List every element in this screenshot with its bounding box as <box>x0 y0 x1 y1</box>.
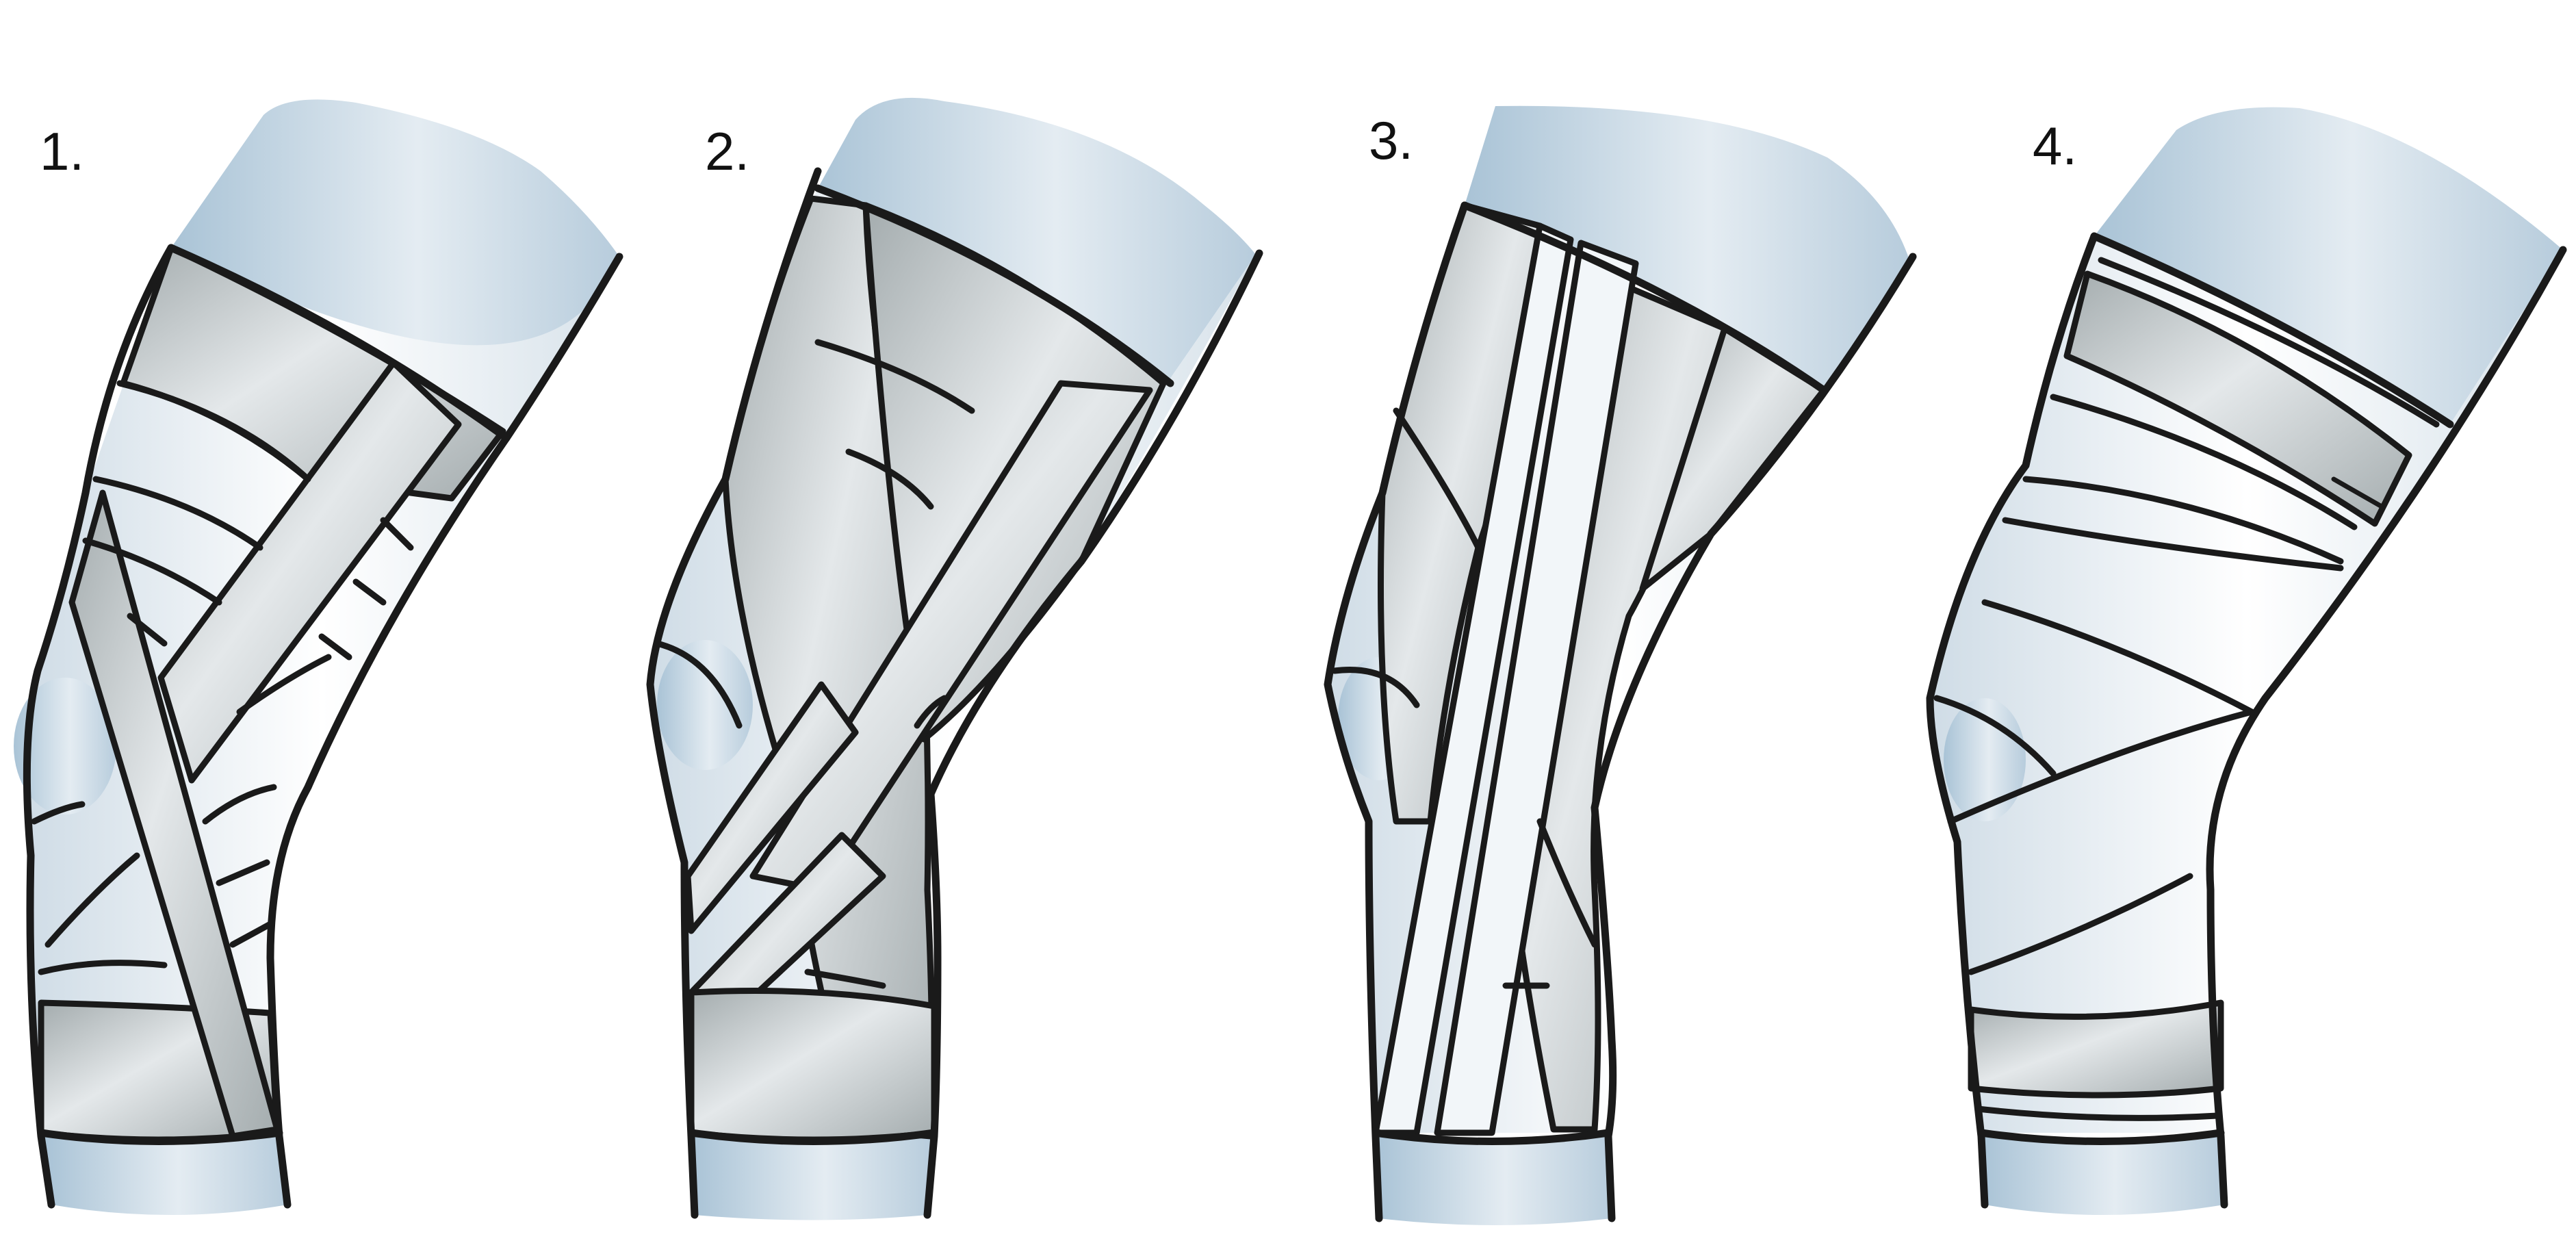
thigh-skin <box>811 97 1256 383</box>
wrap-line <box>2331 476 2384 509</box>
shin-skin <box>1376 1136 1612 1225</box>
wrap-line <box>82 537 222 606</box>
wrap-line <box>236 654 332 715</box>
wrap-line <box>127 613 168 647</box>
wrap-line <box>116 380 311 483</box>
leg-outline-right <box>923 249 1263 1219</box>
patella <box>657 640 753 770</box>
diagonal-strip-a <box>157 359 462 784</box>
anchor-strip-top <box>2063 270 2412 527</box>
step-number-3: 3. <box>1369 110 1413 170</box>
wrap-line <box>1947 708 2255 825</box>
wrap-line <box>2098 257 2440 428</box>
shin-skin <box>1981 1136 2224 1215</box>
panel-2: 2. <box>646 97 1263 1220</box>
panel-3: 3. <box>1324 105 1917 1225</box>
panel-1: 1. <box>14 99 623 1215</box>
wrap-line <box>380 517 414 551</box>
wrap-line <box>1536 818 1598 948</box>
anchor-strip-bottom <box>688 988 938 1143</box>
wrap-line <box>216 859 270 886</box>
diagonal-strip-d <box>684 681 859 934</box>
wrap-line <box>2022 476 2344 565</box>
wrap-line <box>318 633 352 661</box>
wrap-line <box>352 578 387 606</box>
wrap-line <box>1393 407 1482 551</box>
panel-4: 4. <box>1926 107 2567 1215</box>
long-strip-white-a <box>1372 222 1574 1136</box>
thigh-skin <box>2094 107 2563 424</box>
leg-outline-left <box>1324 201 1469 1222</box>
wrap-line <box>1981 599 2255 715</box>
step-number-2: 2. <box>705 121 749 181</box>
wrap-line <box>44 852 140 948</box>
leg-outline-left <box>646 167 822 1219</box>
leg-outline-right <box>2206 246 2567 1209</box>
shin-top-edge <box>1371 1129 1612 1145</box>
thigh-top-edge <box>167 244 511 442</box>
wrap-line <box>1974 1105 2221 1121</box>
wrap-line <box>845 448 934 510</box>
wrap-line <box>914 695 948 729</box>
wrap-line <box>31 801 86 825</box>
step-number-4: 4. <box>2033 116 2077 176</box>
shin-top-edge <box>1977 1129 2225 1145</box>
wrap-line <box>814 339 975 414</box>
thigh-top-edge <box>1460 201 1828 394</box>
leg-outline-right <box>266 253 623 1209</box>
shin-top-edge <box>687 1129 938 1145</box>
wrap-line <box>92 476 263 551</box>
anchor-strip-bottom <box>1968 999 2224 1099</box>
thigh-top-edge <box>814 184 1174 387</box>
thigh-skin <box>1465 105 1909 391</box>
wrap-line <box>1331 667 1420 708</box>
wrap-line <box>804 969 886 989</box>
leg-outline-left <box>1926 232 2098 1209</box>
leg-outline-right <box>1590 253 1917 1222</box>
wrap-line <box>1933 695 2057 777</box>
wrap-line <box>38 960 168 975</box>
patella <box>14 678 116 815</box>
shin-skin <box>691 1136 934 1220</box>
leg-outline-left <box>23 244 175 1209</box>
wrap-line <box>1968 873 2193 975</box>
thigh-top-edge <box>2090 232 2454 428</box>
wrap-line <box>2002 517 2344 572</box>
wrap-line <box>654 640 743 729</box>
shin-top-edge <box>37 1129 283 1145</box>
wrap-line <box>229 921 274 948</box>
long-strip-white-b <box>1434 240 1639 1136</box>
wrap-line <box>2050 394 2358 530</box>
shin-skin <box>44 1136 287 1215</box>
step-number-1: 1. <box>40 121 84 181</box>
wrap-line <box>202 784 277 825</box>
